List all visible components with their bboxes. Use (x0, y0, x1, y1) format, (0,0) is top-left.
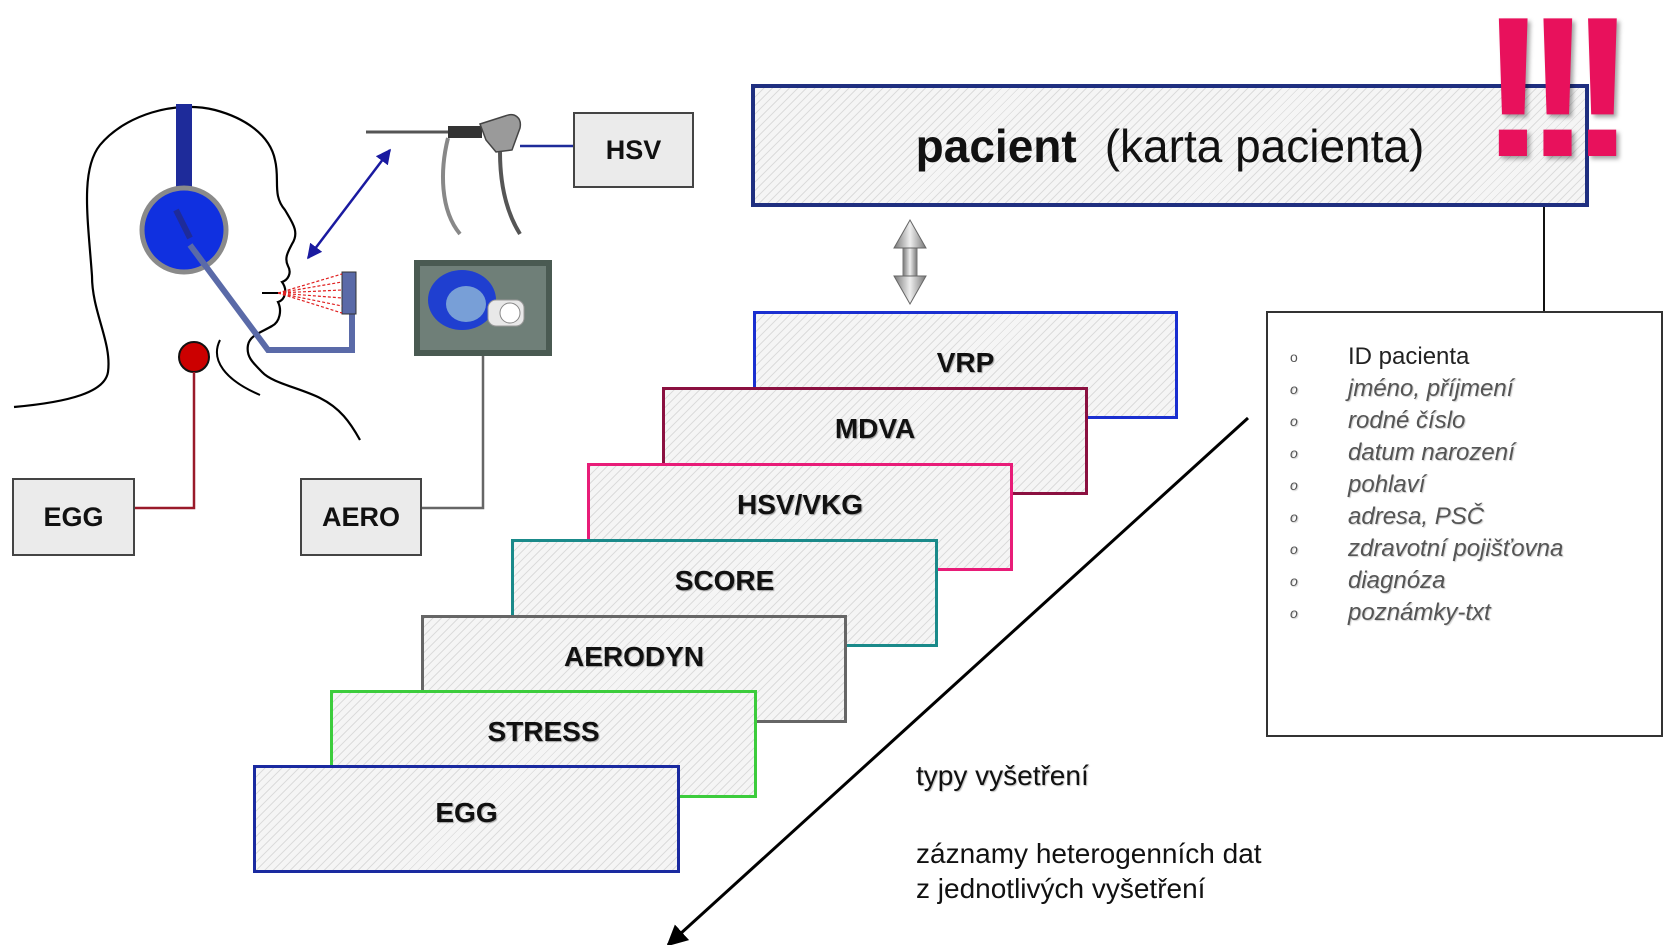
field-label: diagnóza (1348, 567, 1446, 594)
neck-outline (215, 339, 261, 396)
field-label: jméno, příjmení (1348, 375, 1514, 402)
field-label: ID pacienta (1348, 343, 1470, 370)
exam-label: HSV/VKG (736, 489, 864, 520)
bullet: o (1290, 541, 1298, 557)
endoscope-icon (366, 114, 522, 236)
records-caption-line1: záznamy heterogenních dat (916, 838, 1262, 869)
field-label: zdravotní pojišťovna (1348, 535, 1564, 562)
bullet: o (1290, 381, 1298, 397)
bullet: o (1290, 605, 1298, 621)
patient-card-box: pacient (karta pacienta) (751, 84, 1589, 207)
aero-device-photo (414, 260, 552, 356)
field-label: pohlaví (1348, 471, 1426, 498)
aero-label: AERO (321, 501, 400, 532)
endoscope-arrow (307, 148, 391, 260)
exam-label: STRESS (487, 716, 600, 747)
bullet: o (1290, 509, 1298, 525)
list-item: o adresa, PSČ (1290, 501, 1661, 533)
egg-label: EGG (43, 501, 104, 532)
double-arrow-icon (893, 218, 927, 306)
bullet: o (1290, 349, 1298, 365)
bullet: o (1290, 573, 1298, 589)
bullet: o (1290, 477, 1298, 493)
exam-card-egg: EGG (253, 765, 680, 873)
egg-label-box: EGG (12, 478, 135, 556)
list-item: o rodné číslo (1290, 405, 1661, 437)
list-item: o ID pacienta (1290, 341, 1661, 373)
hsv-label-box: HSV (573, 112, 694, 188)
patient-fields-box: o ID pacienta o jméno, příjmení o rodné čís… (1266, 311, 1663, 737)
diagonal-arrow (666, 416, 1250, 945)
list-item: o pohlaví (1290, 469, 1661, 501)
patient-fields-list: o ID pacienta o jméno, příjmení o rodné čís… (1268, 313, 1661, 629)
bullet: o (1290, 445, 1298, 461)
list-item: o zdravotní pojišťovna (1290, 533, 1661, 565)
exclamation-marks: !!! (1480, 0, 1636, 199)
exam-label: AERODYN (563, 641, 704, 672)
list-item: o diagnóza (1290, 565, 1661, 597)
list-item: o poznámky-txt (1290, 597, 1661, 629)
mic-icon (341, 271, 357, 315)
field-label: datum narození (1348, 439, 1515, 466)
exam-label: SCORE (674, 565, 775, 596)
list-item: o datum narození (1290, 437, 1661, 469)
aero-label-box: AERO (300, 478, 422, 556)
hsv-label: HSV (605, 134, 662, 165)
exam-label: VRP (936, 347, 995, 378)
bullet: o (1290, 413, 1298, 429)
list-item: o jméno, příjmení (1290, 373, 1661, 405)
mic-boom (187, 243, 355, 353)
field-label: adresa, PSČ (1348, 503, 1485, 530)
exam-label: EGG (435, 797, 498, 828)
head-outline (13, 105, 361, 441)
field-label: rodné číslo (1348, 407, 1466, 434)
field-label: poznámky-txt (1348, 599, 1491, 626)
patient-subtitle: (karta pacienta) (1104, 119, 1425, 172)
exam-types-caption: typy vyšetření (916, 760, 1089, 791)
records-caption-line2: z jednotlivých vyšetření (916, 873, 1206, 904)
exam-label: MDVA (834, 413, 916, 444)
patient-title: pacient (915, 119, 1077, 172)
sound-rays (277, 273, 343, 314)
egg-electrode-icon (178, 341, 210, 373)
